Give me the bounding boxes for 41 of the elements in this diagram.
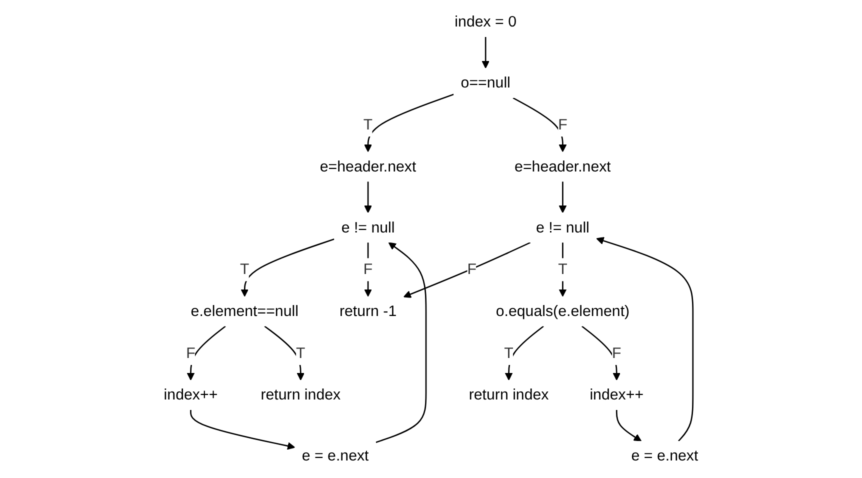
node-text: o==null xyxy=(460,74,510,92)
arrow xyxy=(190,410,296,450)
arrow xyxy=(240,238,334,297)
edge-label: T xyxy=(504,344,514,362)
node-text: return index xyxy=(468,386,549,404)
node-text: return -1 xyxy=(339,302,397,320)
edge-label: F xyxy=(558,116,568,134)
edge-label: T xyxy=(363,116,373,134)
node-text: e = e.next xyxy=(302,447,369,464)
arrow xyxy=(596,236,694,442)
edge-label: F xyxy=(186,344,196,362)
arrow xyxy=(364,94,454,152)
node-text: e != null xyxy=(536,218,590,236)
edge-label: F xyxy=(612,344,622,362)
edge-label: T xyxy=(240,260,250,278)
arrow xyxy=(186,326,226,380)
node-text: e != null xyxy=(341,218,395,236)
arrow xyxy=(558,182,567,214)
edge-label: T xyxy=(296,344,306,362)
edge-label: T xyxy=(558,260,568,278)
node-text: e=header.next xyxy=(514,158,611,175)
arrow xyxy=(364,242,372,297)
node-text: index = 0 xyxy=(454,13,517,30)
arrow xyxy=(403,242,531,298)
node-text: return index xyxy=(260,386,341,404)
arrow xyxy=(616,410,642,442)
edge-label: F xyxy=(467,260,476,278)
arrow xyxy=(364,182,372,214)
node-text: e=header.next xyxy=(320,158,416,175)
arrow xyxy=(512,97,567,152)
node-text: o.equals(e.element) xyxy=(496,302,630,320)
node-text: e = e.next xyxy=(631,447,698,464)
arrow xyxy=(376,242,427,443)
arrow xyxy=(582,326,621,380)
arrow xyxy=(264,326,305,380)
edge-label: F xyxy=(363,260,373,278)
node-text: index++ xyxy=(590,386,644,404)
arrow xyxy=(482,36,490,68)
arrow xyxy=(504,326,544,380)
node-text: index++ xyxy=(164,386,218,404)
node-text: e.element==null xyxy=(190,302,298,320)
